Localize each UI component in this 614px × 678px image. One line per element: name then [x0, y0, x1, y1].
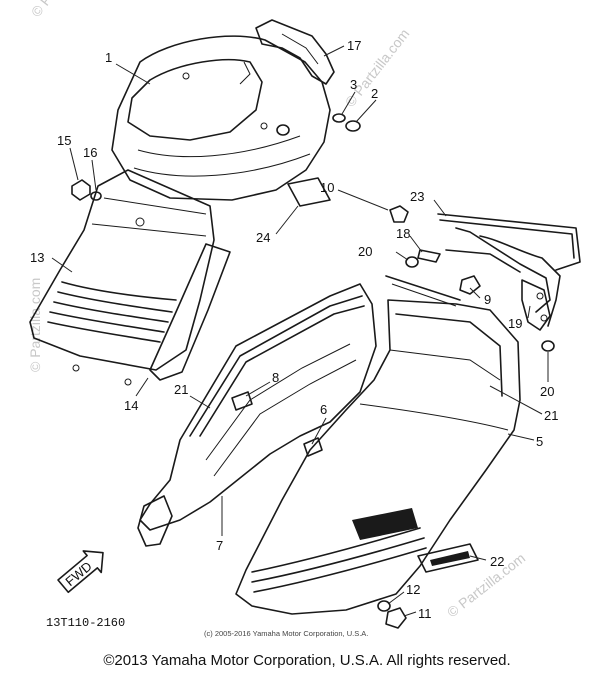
callout-9: 9	[484, 292, 491, 307]
part-grab-rail	[437, 213, 581, 331]
callout-21-right: 21	[544, 408, 558, 423]
part-fasteners-upper	[276, 113, 361, 136]
callout-22: 22	[490, 554, 504, 569]
callout-11: 11	[418, 606, 432, 621]
callout-numbers: 1 2 3 17 15 16 13 14 24 10 23 18 20 9 19…	[30, 38, 558, 621]
part-front-upper-cover	[111, 35, 331, 201]
callout-20-lower: 20	[540, 384, 554, 399]
leader-lines	[51, 45, 549, 617]
callout-5: 5	[536, 434, 543, 449]
watermark-group: © Partzilla.com © Partzilla.com © Partzi…	[27, 0, 528, 620]
callout-6: 6	[320, 402, 327, 417]
callout-23: 23	[410, 189, 424, 204]
watermark-top-left: © Partzilla.com	[28, 0, 99, 20]
callout-12: 12	[406, 582, 420, 597]
callout-20-upper: 20	[358, 244, 372, 259]
callout-7: 7	[216, 538, 223, 553]
callout-24: 24	[256, 230, 270, 245]
callout-3: 3	[350, 77, 357, 92]
callout-16: 16	[83, 145, 97, 160]
fwd-arrow-badge: FWD	[57, 550, 104, 594]
callout-21-left: 21	[174, 382, 188, 397]
part-right-side-cover	[235, 299, 521, 615]
part-upper-bracket	[255, 19, 335, 85]
part-fasteners-right	[385, 205, 555, 352]
footer-copyright: ©2013 Yamaha Motor Corporation, U.S.A. A…	[103, 652, 511, 669]
part-gasket-strip	[149, 243, 231, 381]
part-front-panel	[29, 169, 215, 386]
callout-13: 13	[30, 250, 44, 265]
part-left-side-cover	[137, 283, 377, 547]
callout-19: 19	[508, 316, 522, 331]
callout-15: 15	[57, 133, 71, 148]
watermark-mid-left: © Partzilla.com	[27, 278, 43, 372]
diagram-code: 13T110-2160	[46, 616, 125, 630]
callout-1: 1	[105, 50, 112, 65]
part-label-plate	[287, 177, 331, 207]
callout-14: 14	[124, 398, 138, 413]
callout-2: 2	[371, 86, 378, 101]
callout-8: 8	[272, 370, 279, 385]
callout-17: 17	[347, 38, 361, 53]
callout-10: 10	[320, 180, 334, 195]
inner-copyright: (c) 2005-2016 Yamaha Motor Corporation, …	[204, 629, 368, 638]
callout-18: 18	[396, 226, 410, 241]
part-emblem	[417, 543, 479, 573]
part-fasteners-left	[71, 179, 102, 201]
part-fasteners-bottom	[377, 600, 407, 629]
